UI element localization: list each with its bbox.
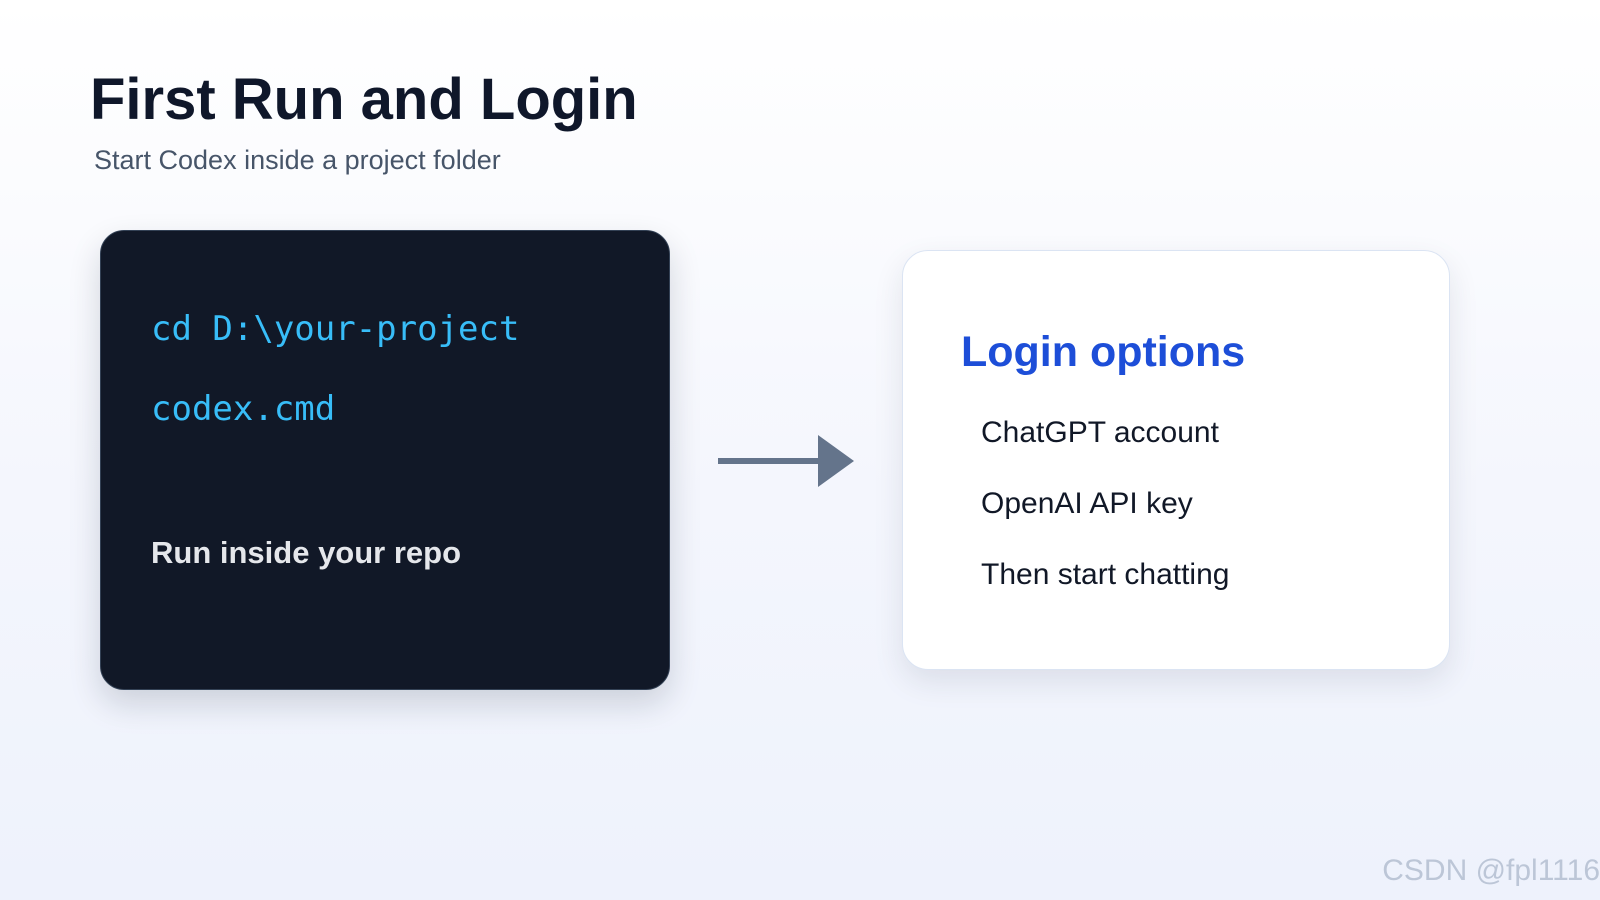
terminal-caption: Run inside your repo xyxy=(151,535,462,570)
terminal-command-cd: cd D:\your-project xyxy=(151,309,520,349)
slide-subtitle: Start Codex inside a project folder xyxy=(94,145,501,175)
login-option-start-chatting: Then start chatting xyxy=(981,558,1230,591)
login-options-list: ChatGPT account OpenAI API key Then star… xyxy=(981,415,1229,628)
slide-title: First Run and Login xyxy=(90,67,638,132)
terminal-card: cd D:\your-project codex.cmd Run inside … xyxy=(100,230,670,690)
login-options-title: Login options xyxy=(961,328,1246,376)
terminal-command-codex: codex.cmd xyxy=(151,389,336,429)
watermark: CSDN @fpl1116 xyxy=(1382,854,1600,887)
login-option-openai-api-key: OpenAI API key xyxy=(981,487,1193,520)
login-option-chatgpt-account: ChatGPT account xyxy=(981,416,1219,449)
login-options-card: Login options ChatGPT account OpenAI API… xyxy=(902,250,1450,670)
arrow-right-icon xyxy=(718,435,854,487)
